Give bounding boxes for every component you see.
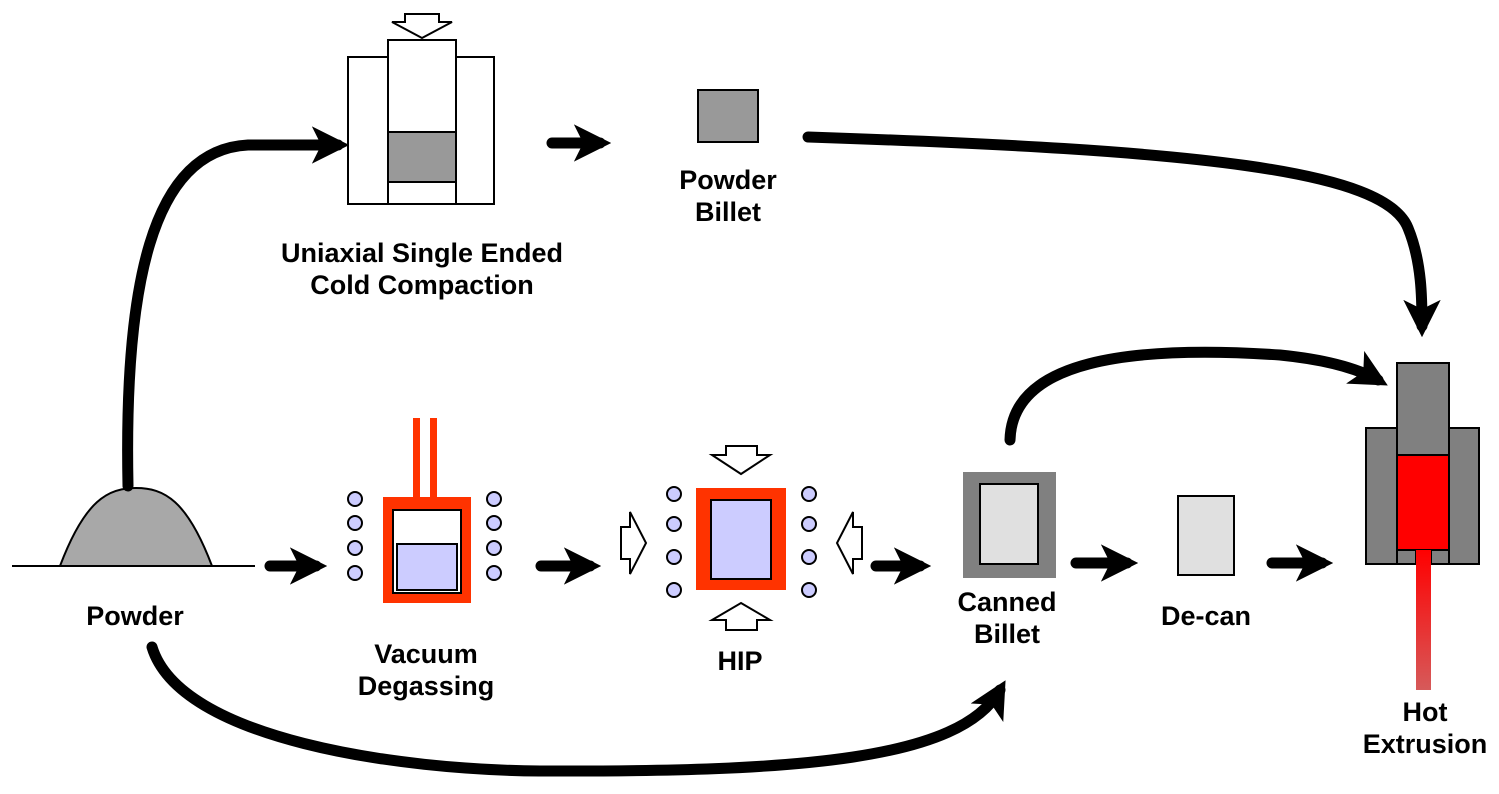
label-powder-billet-line1: Powder — [679, 165, 777, 195]
label-hot-extrusion-line1: Hot — [1402, 697, 1448, 727]
decanned-billet-icon — [1177, 495, 1235, 576]
label-canned-billet: Canned Billet — [935, 586, 1079, 651]
label-vacuum-degassing-line1: Vacuum — [374, 639, 478, 669]
hot-extrusion-press-icon — [1365, 362, 1480, 690]
label-cold-compaction-line2: Cold Compaction — [310, 270, 534, 301]
flow-arrows — [122, 124, 1441, 777]
hip-icon — [620, 445, 863, 631]
label-canned-billet-line1: Canned — [957, 587, 1057, 617]
arrow-billet-to-extrusion — [802, 131, 1441, 338]
vacuum-degassing-icon — [347, 418, 502, 603]
label-hot-extrusion-line2: Extrusion — [1362, 729, 1488, 760]
label-powder-billet-line2: Billet — [694, 197, 761, 228]
label-hip-text: HIP — [717, 646, 763, 676]
cold-compaction-die-icon — [347, 13, 495, 205]
label-powder: Powder — [78, 600, 192, 632]
label-decan: De-can — [1140, 600, 1272, 632]
label-vacuum-degassing: Vacuum Degassing — [336, 638, 516, 703]
label-decan-text: De-can — [1160, 601, 1252, 631]
powder-billet-icon — [697, 89, 759, 143]
label-hip: HIP — [700, 645, 780, 677]
label-canned-billet-line2: Billet — [973, 619, 1040, 650]
canned-billet-icon — [963, 472, 1056, 578]
label-vacuum-degassing-line2: Degassing — [357, 671, 495, 702]
label-cold-compaction: Uniaxial Single Ended Cold Compaction — [240, 237, 604, 302]
powder-heap-icon — [12, 486, 255, 567]
label-powder-text: Powder — [86, 601, 184, 631]
arrow-canned-to-extrusion — [1004, 346, 1388, 446]
label-powder-billet: Powder Billet — [658, 164, 798, 229]
label-cold-compaction-line1: Uniaxial Single Ended — [280, 238, 564, 268]
label-hot-extrusion: Hot Extrusion — [1355, 696, 1495, 761]
arrow-powder-to-canned — [146, 641, 1006, 777]
arrow-powder-to-compaction — [122, 126, 350, 492]
